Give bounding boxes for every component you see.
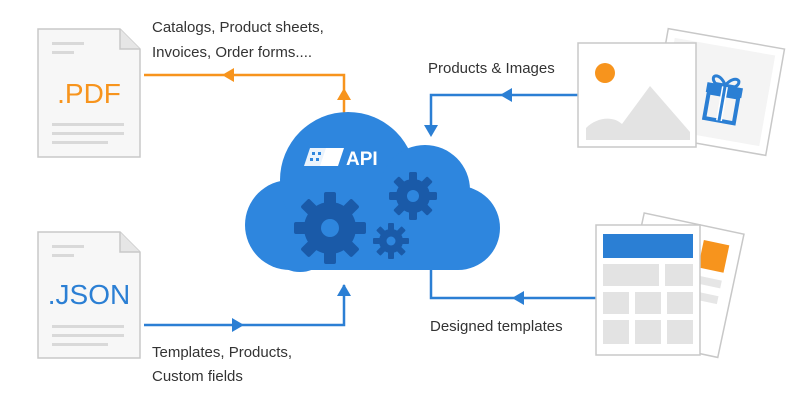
products-images-connector <box>424 88 578 137</box>
json-document-icon: .JSON <box>37 231 141 359</box>
product-images-icon <box>577 27 786 157</box>
pdf-output-connector <box>144 68 351 125</box>
json-input-label-line2: Custom fields <box>152 368 243 385</box>
api-label: API <box>346 149 378 170</box>
pdf-extension: .PDF <box>57 78 121 109</box>
json-extension: .JSON <box>48 279 130 310</box>
gear-icon <box>373 223 409 259</box>
arrow-icon <box>337 88 351 100</box>
arrow-icon <box>337 284 351 296</box>
image-icon <box>577 42 697 148</box>
arrow-icon <box>424 125 438 137</box>
cloud-icon: API <box>245 112 500 272</box>
designed-templates-label: Designed templates <box>430 318 563 335</box>
gift-icon <box>701 74 743 126</box>
json-input-label-line1: Templates, Products, <box>152 344 292 361</box>
json-input-connector <box>144 284 351 332</box>
arrow-icon <box>500 88 512 102</box>
products-images-label: Products & Images <box>428 60 555 77</box>
gear-icon <box>294 192 366 264</box>
arrow-icon <box>512 291 524 305</box>
template-icon <box>595 212 745 359</box>
arrow-icon <box>222 68 234 82</box>
pdf-document-icon: .PDF <box>37 28 141 158</box>
pdf-output-label-line2: Invoices, Order forms.... <box>152 44 312 61</box>
designed-templates-connector <box>429 268 598 305</box>
arrow-icon <box>232 318 244 332</box>
api-logo-icon <box>304 148 344 166</box>
gear-icon <box>389 172 437 220</box>
pdf-output-label-line1: Catalogs, Product sheets, <box>152 19 324 36</box>
